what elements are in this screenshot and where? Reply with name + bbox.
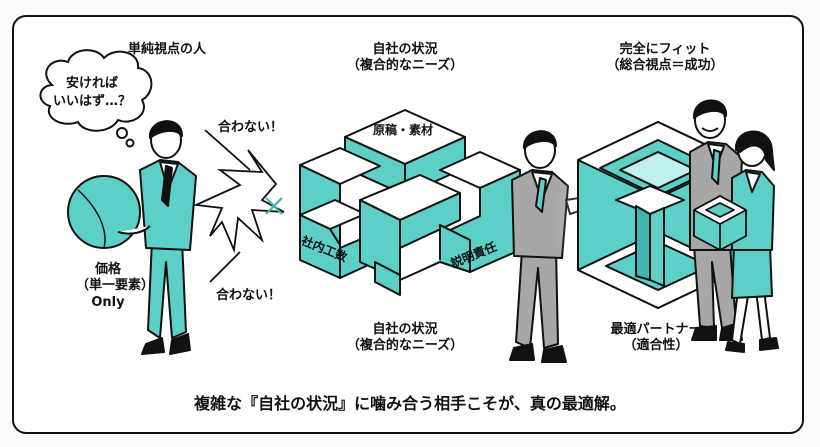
best-partner-caption-line2: （適合性） xyxy=(623,338,689,354)
mismatch-label-bottom: 合わない！ xyxy=(216,288,282,303)
single-factor-label: （単一要素） xyxy=(76,278,155,294)
perfect-fit-title: 完全にフィット （総合視点＝成功） xyxy=(600,42,730,75)
price-focused-man xyxy=(139,120,197,355)
clash-burst xyxy=(192,129,285,283)
own-situation-title: 自社の状況 （複合的なニーズ） xyxy=(345,42,465,75)
best-partner-caption-line1: 最適パートナー xyxy=(610,322,702,337)
price-ball xyxy=(67,175,151,249)
simple-view-person-title: 単純視点の人 xyxy=(128,42,207,57)
thought-line-2: いいはず…？ xyxy=(52,93,131,109)
best-partner-caption: 最適パートナー （適合性） xyxy=(596,322,716,355)
perfect-fit-title-line1: 完全にフィット xyxy=(619,42,711,57)
own-situation-caption-line1: 自社の状況 xyxy=(372,322,438,337)
own-situation-title-line2: （複合的なニーズ） xyxy=(346,58,464,74)
thought-line-1: 安ければ xyxy=(65,76,118,91)
thought-bubble xyxy=(39,49,153,148)
cross-mark-icon xyxy=(265,197,283,215)
mini-fitted-cube xyxy=(693,195,747,251)
thought-bubble-text: 安ければ いいはず…？ xyxy=(42,75,142,110)
only-label: Only xyxy=(91,294,125,310)
mismatch-label-top: 合わない！ xyxy=(218,120,284,135)
perfect-fit-title-line2: （総合視点＝成功） xyxy=(606,58,724,74)
own-situation-title-line1: 自社の状況 xyxy=(372,42,438,57)
price-label: 価格 xyxy=(94,262,121,277)
conclusion-tagline: 複雑な『自社の状況』に噛み合う相手こそが、真の最適解。 xyxy=(194,394,626,413)
complex-needs-block-puzzle xyxy=(299,109,521,296)
own-situation-caption-line2: （複合的なニーズ） xyxy=(346,338,464,354)
block-label-materials: 原稿・素材 xyxy=(373,123,434,137)
price-only-label: 価格 （単一要素） Only xyxy=(76,262,155,311)
own-situation-caption: 自社の状況 （複合的なニーズ） xyxy=(345,322,465,355)
